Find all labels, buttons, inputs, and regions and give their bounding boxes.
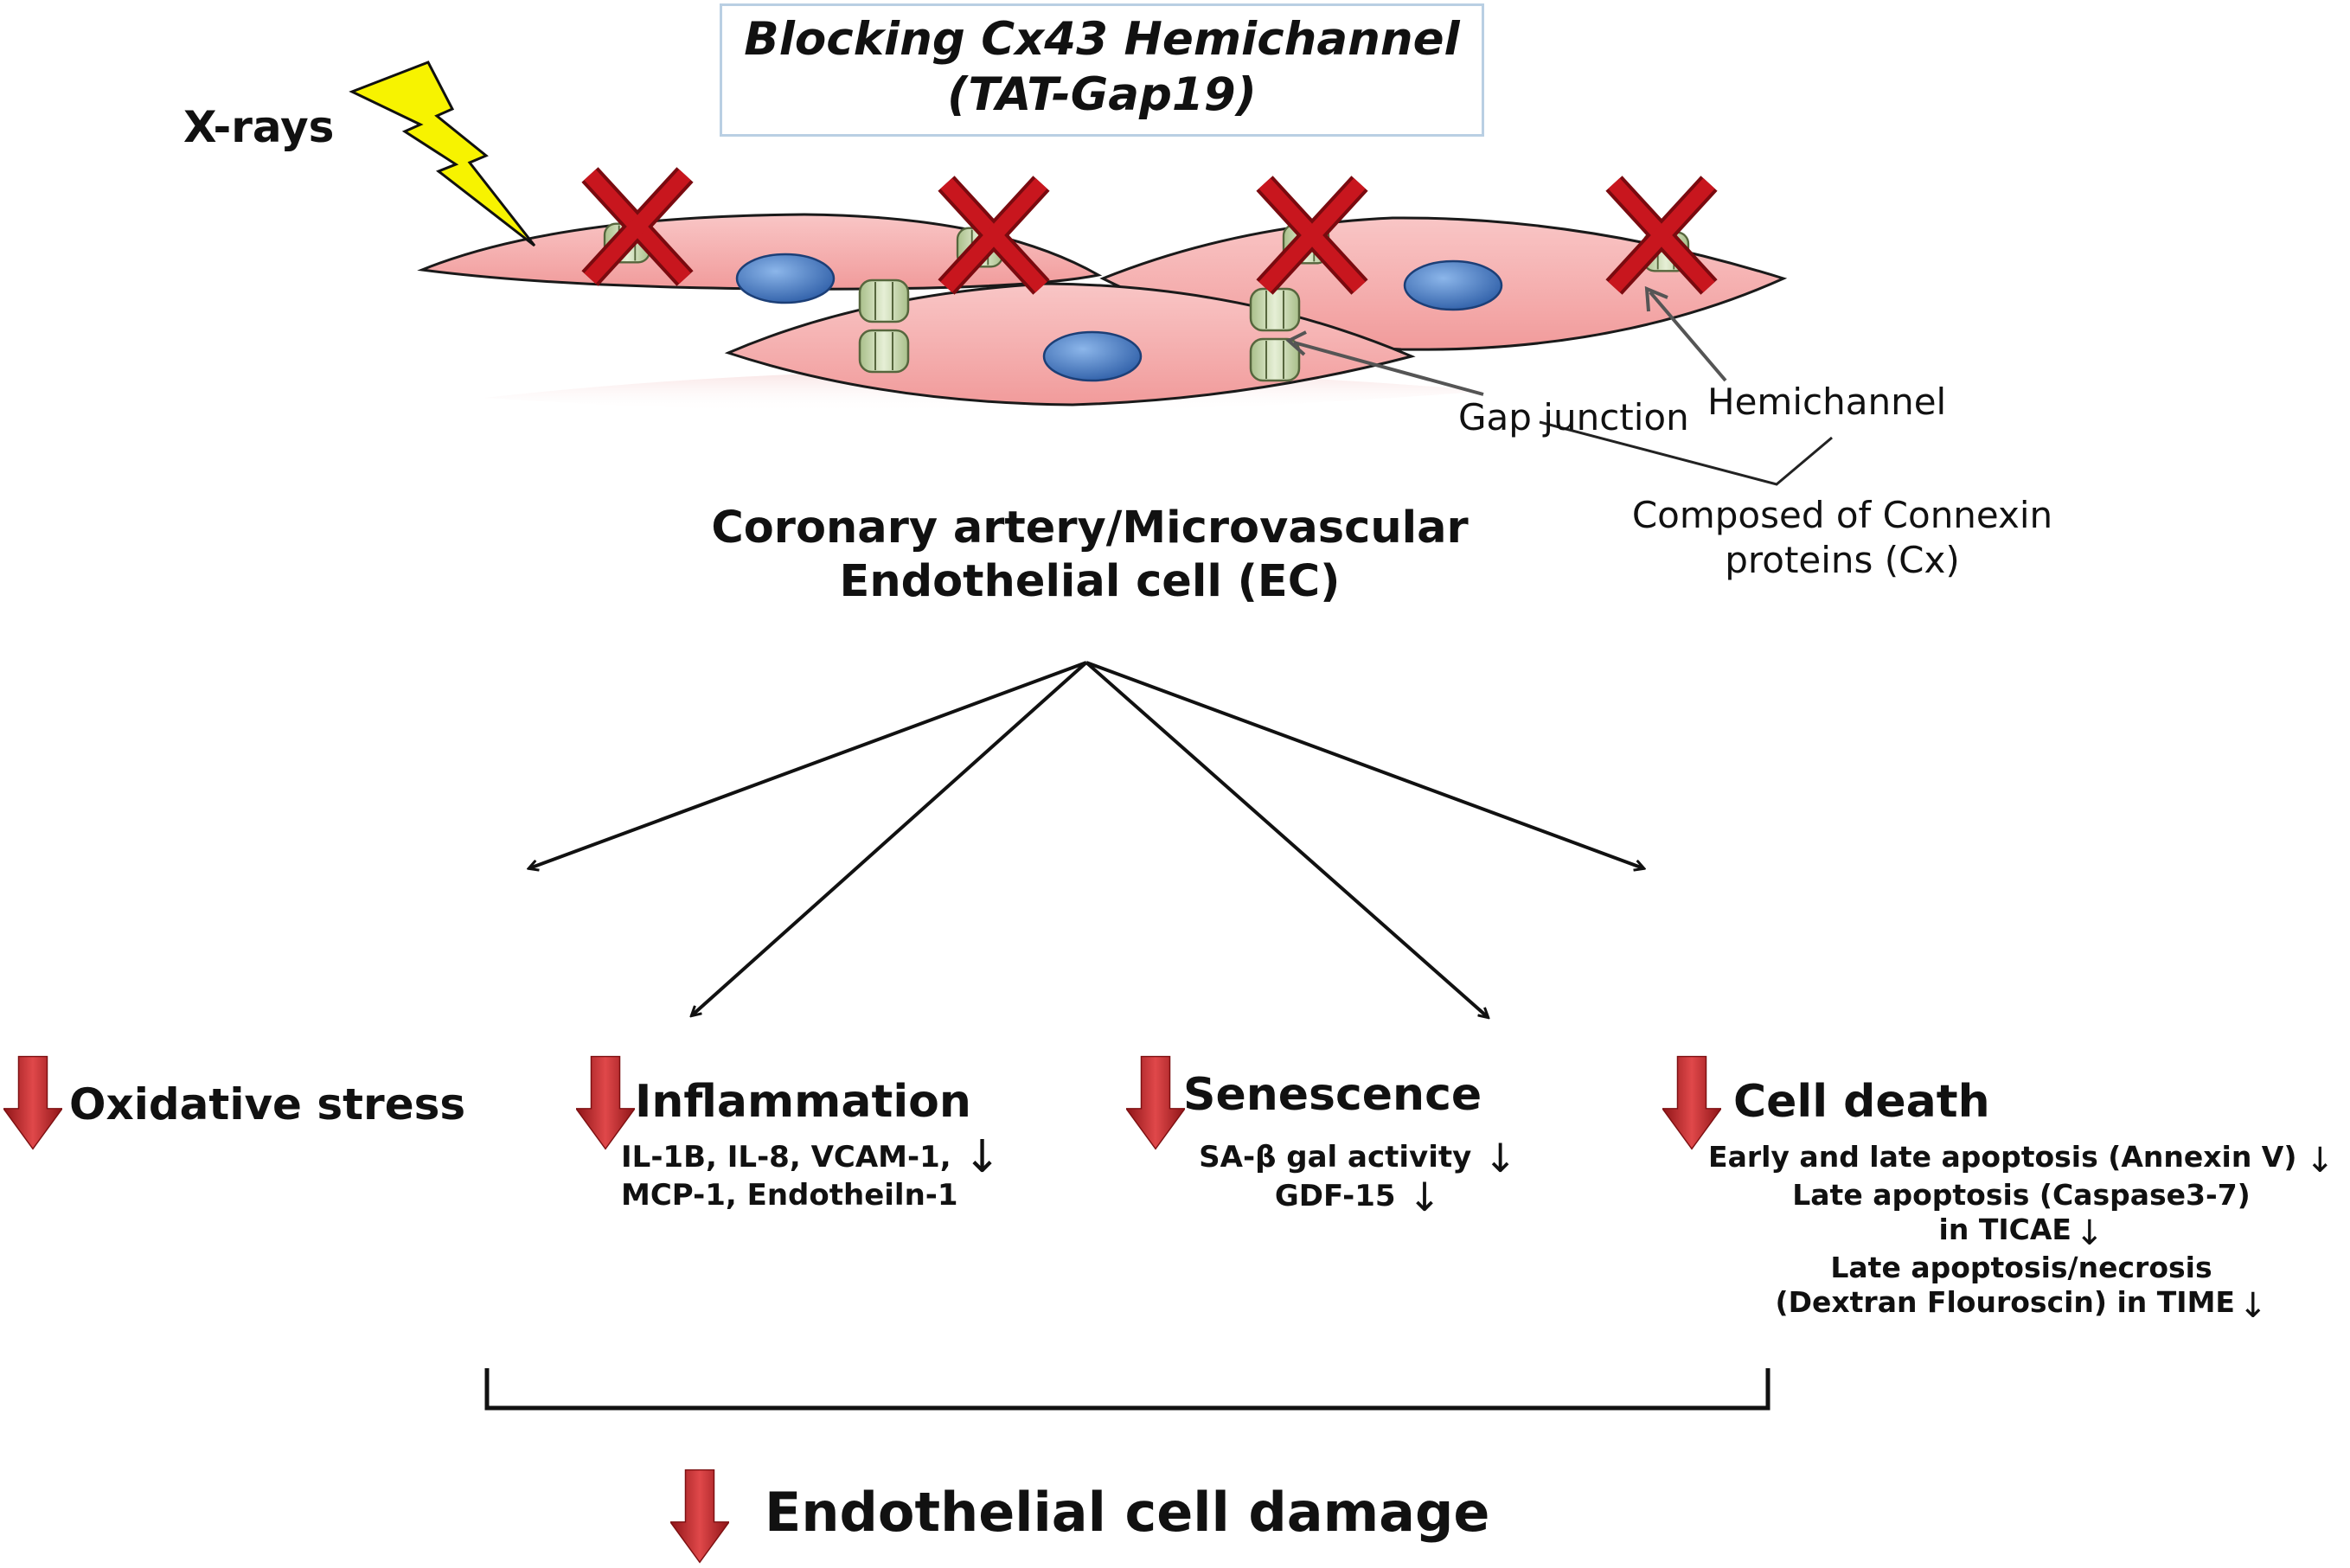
hemichannel-label: Hemichannel — [1707, 381, 1947, 423]
treatment-line-1: Blocking Cx43 Hemichannel — [744, 13, 1460, 66]
treatment-label: Blocking Cx43 Hemichannel (TAT-Gap19) — [720, 12, 1484, 123]
decrease-arrow-outcome — [670, 1469, 729, 1564]
cell-death-detail-5: (Dextran Flouroscin) in TIME↓ — [1775, 1285, 2268, 1326]
hemichannel-pointer — [1649, 291, 1727, 382]
treatment-box — [720, 3, 1484, 137]
nucleus-left — [735, 253, 836, 304]
gap-junction-pointer — [1293, 341, 1484, 396]
inflammation-detail-1: IL-1B, IL-8, VCAM-1,↓ — [621, 1131, 1002, 1183]
block-x-mark-3-fill — [1258, 177, 1366, 293]
cell-type-line-1: Coronary artery/Microvascular — [711, 502, 1469, 554]
lightning-bolt-icon — [349, 61, 536, 247]
decrease-glyph: ↓ — [2238, 1286, 2268, 1326]
inflammation-details: IL-1B, IL-8, VCAM-1,↓ MCP-1, Endotheiln-… — [621, 1131, 1002, 1214]
treatment-line-2: (TAT-Gap19) — [947, 68, 1257, 121]
cell-type-line-2: Endothelial cell (EC) — [839, 556, 1341, 607]
connexin-line-1: Composed of Connexin — [1631, 494, 2053, 536]
inflammation-detail-2: MCP-1, Endotheiln-1 — [621, 1178, 958, 1213]
connexin-bracket — [1539, 420, 1833, 486]
oxidative-stress-title: Oxidative stress — [69, 1079, 466, 1130]
nucleus-center — [1042, 330, 1143, 382]
block-x-mark-2-fill — [940, 177, 1047, 293]
senescence-title: Senescence — [1183, 1069, 1482, 1121]
block-x-mark-1-fill — [584, 169, 691, 285]
senescence-details: SA-β gal activity↓ GDF-15↓ — [1176, 1135, 1540, 1220]
nucleus-right — [1403, 259, 1503, 311]
cell-death-details: Early and late apoptosis (Annexin V)↓ La… — [1697, 1140, 2346, 1323]
decrease-glyph: ↓ — [1483, 1135, 1517, 1181]
gap-junction-label: Gap junction — [1458, 396, 1689, 438]
xrays-label: X-rays — [183, 102, 335, 152]
connexin-line-2: proteins (Cx) — [1725, 539, 1960, 581]
hemichannel-pointer-head — [1644, 285, 1668, 312]
decrease-arrow-inflammation — [576, 1055, 635, 1150]
cell-death-detail-4: Late apoptosis/necrosis — [1830, 1251, 2212, 1284]
senescence-detail-2: GDF-15↓ — [1274, 1174, 1442, 1220]
decrease-arrow-oxidative — [3, 1055, 62, 1150]
branch-arrows — [529, 661, 1643, 1017]
cell-type-label: Coronary artery/Microvascular Endothelia… — [666, 502, 1514, 609]
summary-bracket — [484, 1368, 1771, 1411]
block-x-mark-4-fill — [1608, 177, 1715, 293]
inflammation-title: Inflammation — [635, 1076, 971, 1128]
cell-death-detail-1: Early and late apoptosis (Annexin V)↓ — [1708, 1140, 2334, 1181]
cell-death-detail-3: in TICAE↓ — [1938, 1213, 2104, 1253]
outcome-label: Endothelial cell damage — [765, 1481, 1490, 1544]
cell-death-detail-2: Late apoptosis (Caspase3-7) — [1792, 1178, 2251, 1212]
connexin-label: Composed of Connexin proteins (Cx) — [1609, 493, 2076, 583]
decrease-arrow-senescence — [1126, 1055, 1185, 1150]
decrease-glyph: ↓ — [2074, 1213, 2104, 1253]
decrease-glyph: ↓ — [2305, 1141, 2334, 1181]
decrease-glyph: ↓ — [963, 1131, 1002, 1183]
decrease-arrow-cell-death — [1662, 1055, 1721, 1150]
senescence-detail-1: SA-β gal activity↓ — [1199, 1135, 1517, 1181]
cell-death-title: Cell death — [1733, 1076, 1990, 1128]
gap-junction-pointer-head — [1285, 330, 1307, 356]
decrease-glyph: ↓ — [1407, 1174, 1442, 1220]
